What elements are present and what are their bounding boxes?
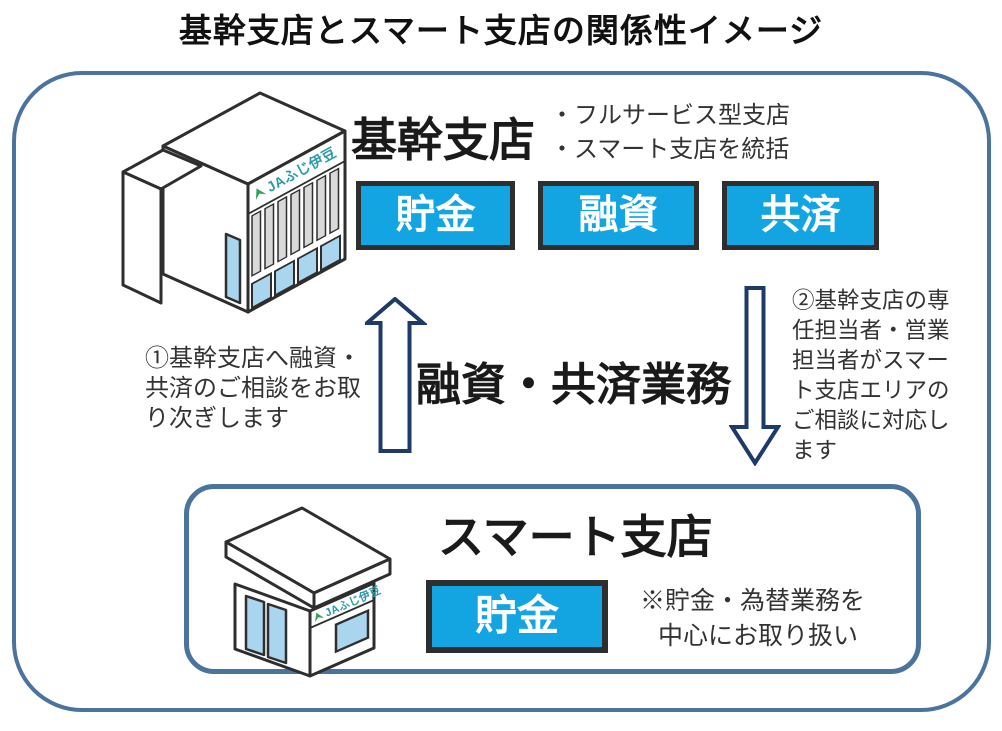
diagram-title: 基幹支店とスマート支店の関係性イメージ [178,12,824,49]
down-arrow-icon [729,286,781,466]
smart-branch-heading: スマート支店 [438,511,713,563]
building-facade-details [248,160,345,310]
building-pillars [251,167,340,277]
up-flow-note: ①基幹支店へ融資・共済のご相談をお取り次ぎします [145,345,361,432]
core-branch-feature-1: ・フルサービス型支店 [550,102,790,129]
core-branch-features: ・フルサービス型支店 ・スマート支店を統括 [550,99,790,167]
up-arrow-icon [365,297,427,453]
shop-roof [224,506,392,610]
core-branch-building-illustration: JAふじ伊豆 [121,91,347,314]
smart-service-box-savings: 貯金 [426,580,608,653]
core-service-box-mutual-aid: 共済 [722,181,879,250]
core-service-box-savings: 貯金 [356,181,515,250]
building-side-window [224,232,242,305]
building-windows [251,234,341,310]
core-branch-heading: 基幹支店 [351,114,535,166]
shop-facade-details [310,598,374,654]
down-flow-note: ②基幹支店の専任担当者・営業担当者がスマート支店エリアのご相談に対応します [792,288,950,463]
flow-label: 融資・共済業務 [416,359,732,410]
ja-logo-mark [256,188,267,200]
smart-branch-note: ※貯金・為替業務を 中心にお取り扱い [640,584,865,654]
annex-front-face [121,170,163,305]
smart-branch-note-line-2: 中心にお取り扱い [658,622,859,650]
core-branch-feature-2: ・スマート支店を統括 [550,136,790,163]
shop-window [334,608,370,654]
outer-frame [12,71,991,712]
smart-branch-note-line-1: ※貯金・為替業務を [640,587,866,615]
shop-door-2 [266,602,288,665]
shop-door-1 [244,594,266,657]
ja-logo-mark [315,612,325,622]
core-service-box-loans: 融資 [538,181,699,250]
smart-branch-building-illustration: JAふじ伊豆 [224,506,392,678]
